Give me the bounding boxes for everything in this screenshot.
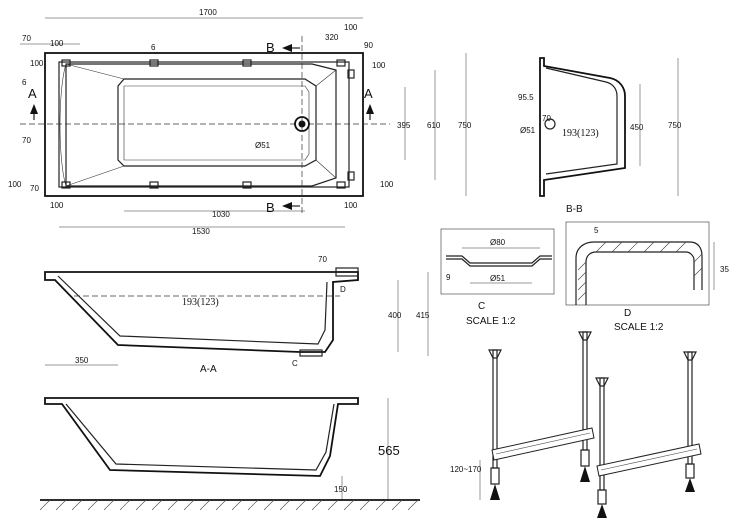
dim-610: 610 — [427, 121, 441, 130]
dim-750: 750 — [458, 121, 472, 130]
view-bb-label: B-B — [566, 204, 583, 215]
detail-d: 35 5 D SCALE 1:2 — [565, 221, 729, 333]
dim-70-bl: 70 — [30, 184, 39, 193]
dim-70-left: 70 — [22, 136, 31, 145]
detail-d-scale: SCALE 1:2 — [614, 322, 664, 333]
c-dim-80: Ø80 — [490, 238, 506, 247]
bb-dim-193: 193(123) — [562, 128, 599, 139]
legs-range: 120~170 — [450, 465, 482, 474]
dim-100-bot: 100 — [50, 201, 64, 210]
dim-90: 90 — [364, 41, 373, 50]
dim-70-top: 70 — [22, 34, 31, 43]
side-elevation: 565 150 — [39, 397, 420, 511]
plan-view: 1700 70 100 6 100 320 90 100 100 6 70 39… — [8, 8, 472, 236]
mark-d: D — [340, 285, 346, 294]
dim-6-left: 6 — [22, 78, 27, 87]
aa-dim-70: 70 — [318, 255, 327, 264]
dim-320: 320 — [325, 33, 339, 42]
dim-overall-length: 1700 — [199, 8, 217, 17]
bb-dim-d51: Ø51 — [520, 126, 536, 135]
detail-c: Ø80 Ø51 9 C SCALE 1:2 — [440, 228, 555, 327]
aa-dim-193: 193(123) — [182, 297, 219, 308]
detail-d-label: D — [624, 308, 631, 319]
section-aa: 193(123) 70 400 415 350 A-A D C — [44, 255, 430, 375]
aa-dim-350: 350 — [75, 356, 89, 365]
dim-100-br: 100 — [380, 180, 394, 189]
dim-drain-dia: Ø51 — [255, 141, 271, 150]
c-dim-9: 9 — [446, 273, 451, 282]
dim-1030: 1030 — [212, 210, 230, 219]
bb-dim-70: 70 — [542, 114, 551, 123]
section-b-top: B — [266, 40, 275, 55]
section-b-bottom: B — [266, 200, 275, 215]
aa-dim-415: 415 — [416, 311, 430, 320]
section-a-right: A — [364, 86, 373, 101]
side-dim-150: 150 — [334, 485, 348, 494]
dim-100-c: 100 — [372, 61, 386, 70]
d-dim-5: 5 — [594, 226, 599, 235]
dim-6-a: 6 — [151, 43, 156, 52]
bb-dim-450: 450 — [630, 123, 644, 132]
section-a-left: A — [28, 86, 37, 101]
mark-c: C — [292, 359, 298, 368]
dim-100-a: 100 — [50, 39, 64, 48]
aa-dim-400: 400 — [388, 311, 402, 320]
dim-100-left: 100 — [30, 59, 44, 68]
dim-100-bl: 100 — [8, 180, 22, 189]
dim-1530: 1530 — [192, 227, 210, 236]
d-dim-35: 35 — [720, 265, 729, 274]
leg-frames: 120~170 — [450, 331, 702, 518]
view-aa-label: A-A — [200, 364, 217, 375]
detail-c-scale: SCALE 1:2 — [466, 316, 516, 327]
bb-dim-750: 750 — [668, 121, 682, 130]
dim-100-bot-r: 100 — [344, 201, 358, 210]
c-dim-51: Ø51 — [490, 274, 506, 283]
side-dim-565: 565 — [378, 443, 400, 458]
detail-c-label: C — [478, 301, 485, 312]
dim-395: 395 — [397, 121, 411, 130]
bb-dim-95: 95.5 — [518, 93, 534, 102]
dim-100-b: 100 — [344, 23, 358, 32]
section-bb: 450 750 95.5 70 Ø51 193(123) B-B — [518, 57, 682, 215]
